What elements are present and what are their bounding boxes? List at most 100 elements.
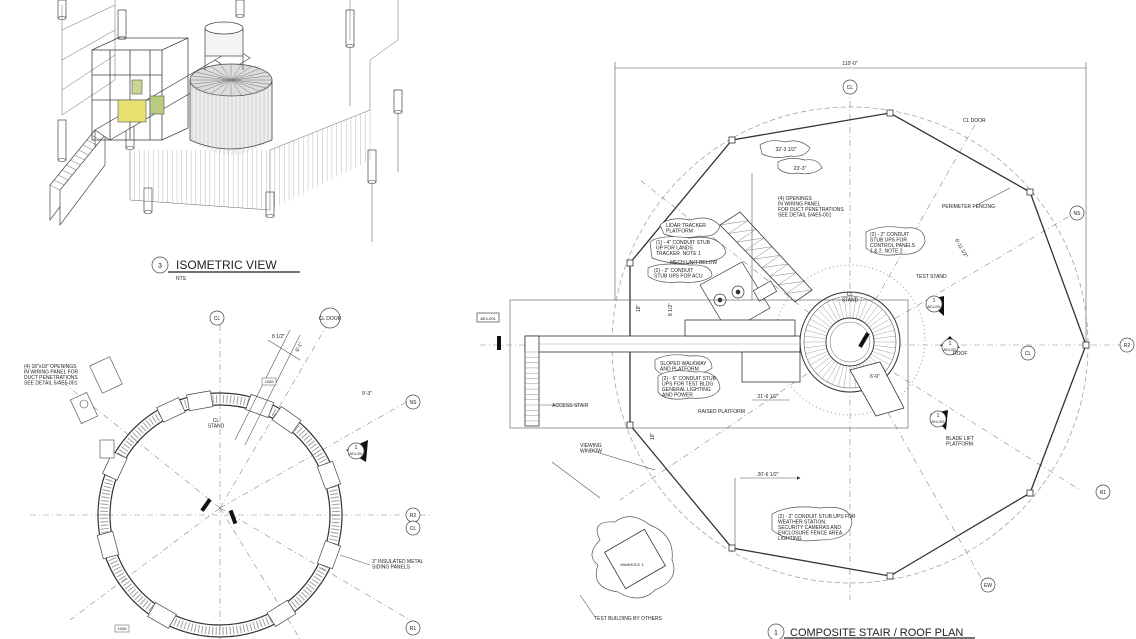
svg-text:1: 1 xyxy=(949,341,952,347)
dim-angle: 6'-11 1/2" xyxy=(953,238,969,259)
svg-text:AE4-001: AE4-001 xyxy=(927,305,941,309)
grid-label-cl: CL xyxy=(214,316,221,322)
left-equipment xyxy=(69,356,123,459)
wall-panel xyxy=(245,393,275,419)
fence-post xyxy=(117,9,127,39)
section-callout-left: 1 AE4-001 xyxy=(346,440,368,462)
wall-panel xyxy=(186,390,214,412)
note-cl-door: CL DOOR xyxy=(963,118,986,124)
wall-panel xyxy=(266,599,297,627)
grid-label-r1: R1 xyxy=(410,626,417,632)
note-raised-platform: RAISED PLATFORM xyxy=(698,409,745,415)
dim-6ft: 6'-0" xyxy=(870,374,880,380)
svg-text:AE4-001: AE4-001 xyxy=(931,420,945,424)
svg-text:1: 1 xyxy=(355,445,358,451)
isometric-view-scale: NTS xyxy=(176,276,187,282)
fence-post-node xyxy=(1082,341,1090,349)
iso-equipment xyxy=(117,79,165,123)
walkway-platform xyxy=(509,299,909,429)
dim-8half: 8 1/2" xyxy=(668,303,674,316)
tag-1006: 1006 xyxy=(265,379,275,384)
fence-post-node xyxy=(626,421,634,429)
grid-label-cl-2: CL xyxy=(410,526,417,532)
dim-23: 23'-3" xyxy=(794,166,807,172)
isometric-view-title: ISOMETRIC VIEW xyxy=(176,258,277,272)
fence-mesh xyxy=(129,110,371,210)
wall-panel xyxy=(102,451,128,481)
fence-post xyxy=(143,187,153,213)
dim-left-1: 8'-1" xyxy=(294,341,304,353)
wall-panel xyxy=(316,540,342,570)
fence-post-node xyxy=(886,572,894,580)
grid-lines-left xyxy=(30,319,430,639)
svg-text:1: 1 xyxy=(937,413,940,419)
dim-21: 21'-6 1/2" xyxy=(757,394,778,400)
svg-text:AE4-001: AE4-001 xyxy=(349,452,363,456)
fence-post-node xyxy=(1026,188,1034,196)
test-stand-radial-treads xyxy=(804,296,896,388)
plan-title-block: 1 COMPOSITE STAIR / ROOF PLAN xyxy=(767,623,975,639)
lidar-tracker-arm xyxy=(719,211,813,303)
iso-test-building xyxy=(189,21,273,155)
plan-view-number: 1 xyxy=(774,630,778,637)
grid-label-r2: R2 xyxy=(410,513,417,519)
grid-bubbles-right: CL NS R2 CL R1 EW xyxy=(842,79,1135,593)
grid-cl-right: CL xyxy=(1025,351,1032,357)
grid-ew: EW xyxy=(984,583,992,589)
grid-label-ns: NS xyxy=(410,400,418,406)
wall-panel xyxy=(156,397,186,423)
section-callouts-right: 1 AE4-001 1 AE4-001 1 AE4-001 AE4-001 RO… xyxy=(476,295,967,430)
fence-post-node xyxy=(886,109,894,117)
fence-post xyxy=(393,89,403,113)
fence-post-node xyxy=(728,136,736,144)
mech-unit xyxy=(699,261,778,333)
grid-r2-right: R2 xyxy=(1124,343,1131,349)
fence-post-node xyxy=(728,544,736,552)
grid-r1-right: R1 xyxy=(1100,490,1107,496)
dim-20: 20'-6 1/2" xyxy=(757,472,778,478)
note-test-building: TEST BUILDING BY OTHERS xyxy=(594,616,663,622)
fence-post-node xyxy=(626,259,634,267)
wall-panel xyxy=(96,530,120,560)
fence-post xyxy=(367,149,377,183)
grid-cl-top: CL xyxy=(847,85,854,91)
fence-posts-plan xyxy=(626,109,1090,580)
wall-panel xyxy=(147,602,177,629)
grid-ns-right: NS xyxy=(1074,211,1082,217)
enlarged-plan: CL CL DOOR NS R2 CL R1 1 AE4-001 8'-1" 8… xyxy=(24,307,430,639)
wall-panel xyxy=(271,406,302,434)
isometric-title-block: 3 ISOMETRIC VIEW NTS xyxy=(151,256,300,282)
note-mech-unit: MECH UNIT BELOW xyxy=(670,260,717,266)
note-test-stand: TEST STAND xyxy=(916,274,947,280)
manhole: MANHOLE 1 xyxy=(591,516,675,599)
dim-left-3: 9'-3" xyxy=(362,391,372,397)
svg-text:AE4-001: AE4-001 xyxy=(943,348,957,352)
manhole-label: MANHOLE 1 xyxy=(620,562,644,567)
fence-post-node xyxy=(1026,489,1034,497)
wall-panels xyxy=(96,390,342,629)
dim-32: 32'-3 1/2" xyxy=(775,147,796,153)
isometric-view: 3 ISOMETRIC VIEW NTS xyxy=(49,0,403,282)
view-number-bubble xyxy=(151,256,169,274)
label-roof: ROOF xyxy=(953,351,967,357)
dim-16in: 16" xyxy=(650,432,656,440)
fence-post xyxy=(57,119,67,161)
note-access-stair: ACCESS STAIR xyxy=(552,403,589,409)
tag-1006-b: 1006 xyxy=(118,626,128,631)
composite-plan: 110'-0" xyxy=(476,61,1135,639)
dim-18in: 18" xyxy=(636,304,642,312)
